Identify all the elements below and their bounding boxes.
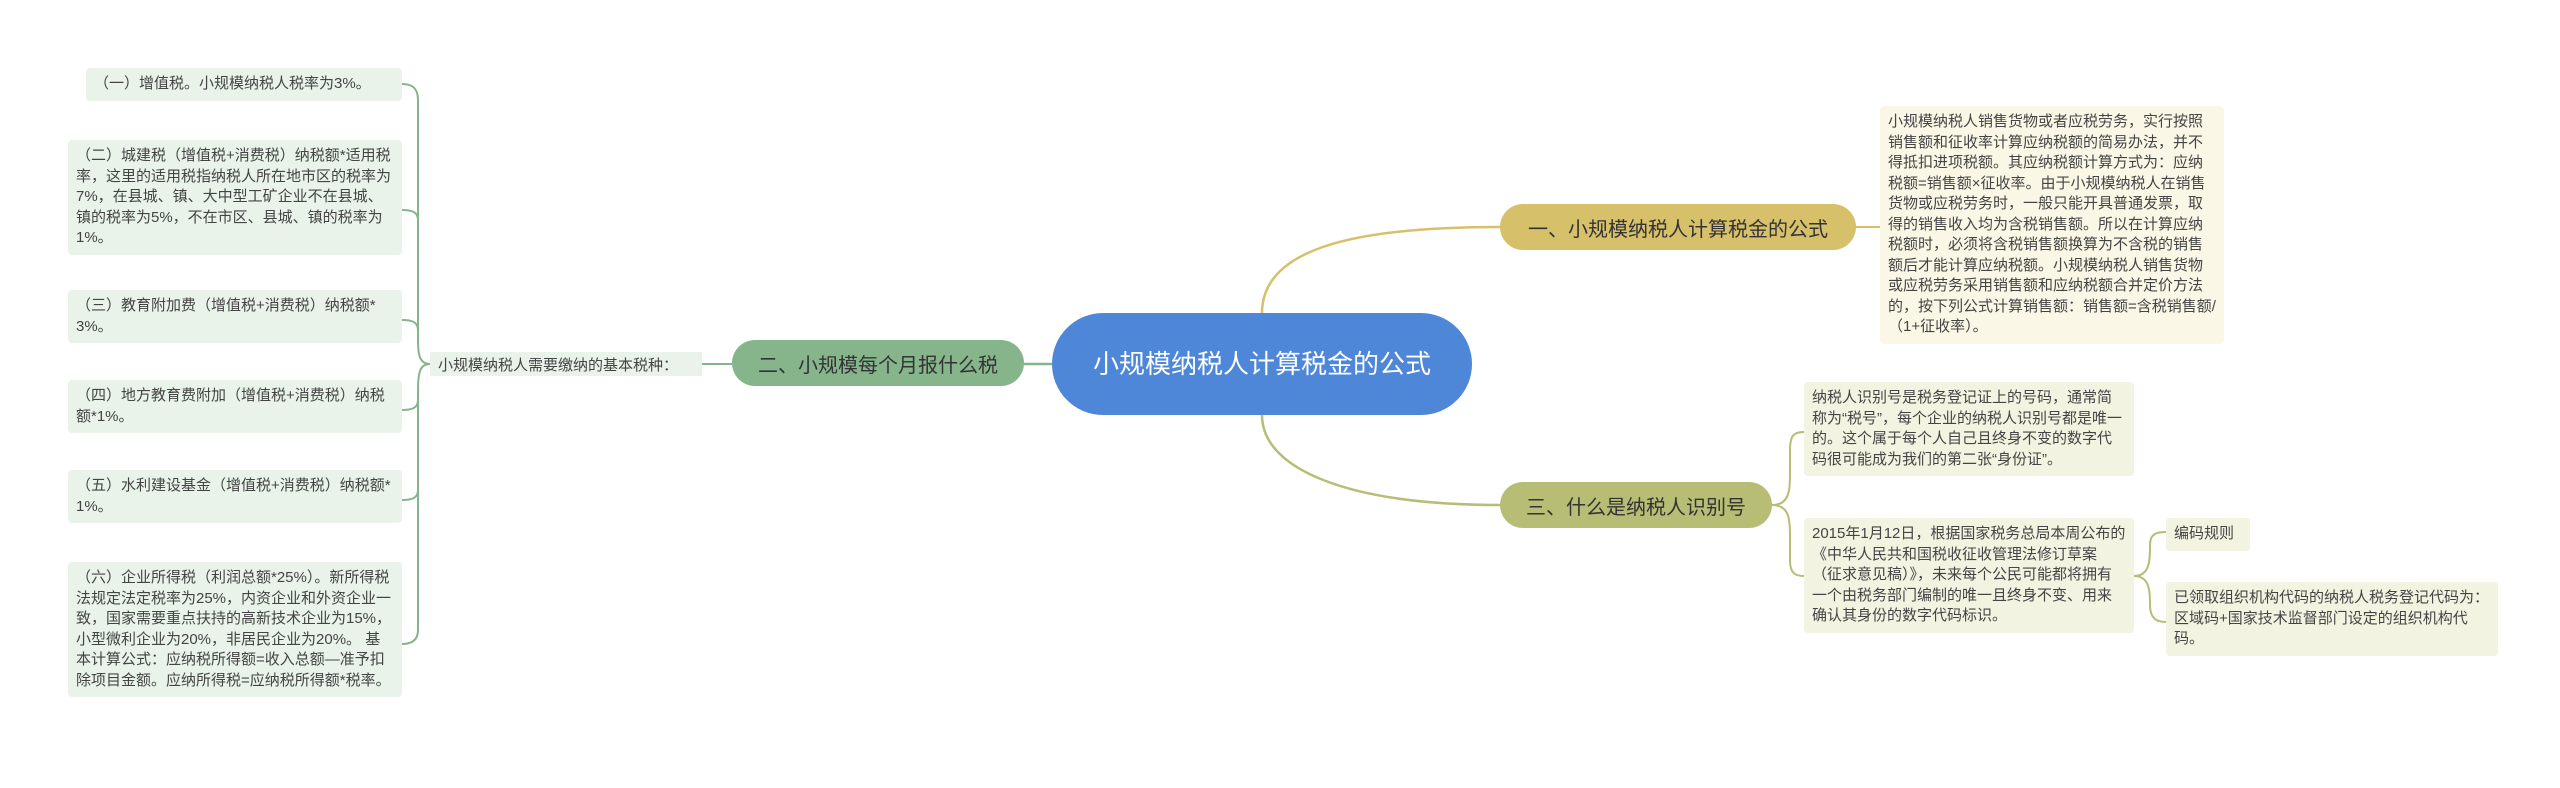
taxpayer-id-history-text: 2015年1月12日，根据国家税务总局本周公布的《中华人民共和国税收征收管理法修…	[1812, 525, 2126, 624]
tax-item-vat-text: （一）增值税。小规模纳税人税率为3%。	[94, 75, 371, 92]
encoding-rule-detail[interactable]: 已领取组织机构代码的纳税人税务登记代码为：区域码+国家技术监督部门设定的组织机构…	[2166, 582, 2498, 656]
tax-item-education-surcharge-text: （三）教育附加费（增值税+消费税）纳税额*3%。	[76, 297, 376, 335]
tax-item-urban-construction[interactable]: （二）城建税（增值税+消费税）纳税额*适用税率，这里的适用税指纳税人所在地市区的…	[68, 140, 402, 255]
branch-monthly-tax-label: 二、小规模每个月报什么税	[758, 354, 998, 377]
tax-item-corporate-income[interactable]: （六）企业所得税（利润总额*25%）。新所得税法规定法定税率为25%，内资企业和…	[68, 562, 402, 697]
branch-formula[interactable]: 一、小规模纳税人计算税金的公式	[1500, 204, 1856, 250]
tax-item-local-education-text: （四）地方教育费附加（增值税+消费税）纳税额*1%。	[76, 387, 385, 425]
basic-tax-types-text: 小规模纳税人需要缴纳的基本税种：	[438, 357, 679, 374]
tax-item-urban-construction-text: （二）城建税（增值税+消费税）纳税额*适用税率，这里的适用税指纳税人所在地市区的…	[76, 147, 392, 246]
taxpayer-id-history[interactable]: 2015年1月12日，根据国家税务总局本周公布的《中华人民共和国税收征收管理法修…	[1804, 518, 2134, 633]
basic-tax-types-label[interactable]: 小规模纳税人需要缴纳的基本税种：	[430, 352, 702, 376]
branch-taxpayer-id-label: 三、什么是纳税人识别号	[1526, 496, 1746, 519]
formula-detail[interactable]: 小规模纳税人销售货物或者应税劳务，实行按照销售额和征收率计算应纳税额的简易办法，…	[1880, 106, 2224, 344]
formula-detail-text: 小规模纳税人销售货物或者应税劳务，实行按照销售额和征收率计算应纳税额的简易办法，…	[1888, 113, 2216, 335]
branch-formula-label: 一、小规模纳税人计算税金的公式	[1528, 218, 1828, 241]
taxpayer-id-definition[interactable]: 纳税人识别号是税务登记证上的号码，通常简称为“税号”，每个企业的纳税人识别号都是…	[1804, 382, 2134, 476]
tax-item-education-surcharge[interactable]: （三）教育附加费（增值税+消费税）纳税额*3%。	[68, 290, 402, 343]
tax-item-water-fund[interactable]: （五）水利建设基金（增值税+消费税）纳税额*1%。	[68, 470, 402, 523]
encoding-rule-title[interactable]: 编码规则	[2166, 518, 2250, 551]
encoding-rule-detail-text: 已领取组织机构代码的纳税人税务登记代码为：区域码+国家技术监督部门设定的组织机构…	[2174, 589, 2490, 647]
branch-monthly-tax[interactable]: 二、小规模每个月报什么税	[732, 340, 1024, 386]
branch-taxpayer-id[interactable]: 三、什么是纳税人识别号	[1500, 482, 1772, 528]
root-title: 小规模纳税人计算税金的公式	[1092, 349, 1431, 379]
root-topic[interactable]: 小规模纳税人计算税金的公式	[1052, 313, 1472, 415]
taxpayer-id-definition-text: 纳税人识别号是税务登记证上的号码，通常简称为“税号”，每个企业的纳税人识别号都是…	[1812, 389, 2122, 468]
encoding-rule-title-text: 编码规则	[2174, 525, 2235, 542]
tax-item-vat[interactable]: （一）增值税。小规模纳税人税率为3%。	[86, 68, 402, 101]
tax-item-local-education[interactable]: （四）地方教育费附加（增值税+消费税）纳税额*1%。	[68, 380, 402, 433]
tax-item-water-fund-text: （五）水利建设基金（增值税+消费税）纳税额*1%。	[76, 477, 391, 515]
tax-item-corporate-income-text: （六）企业所得税（利润总额*25%）。新所得税法规定法定税率为25%，内资企业和…	[76, 569, 392, 689]
